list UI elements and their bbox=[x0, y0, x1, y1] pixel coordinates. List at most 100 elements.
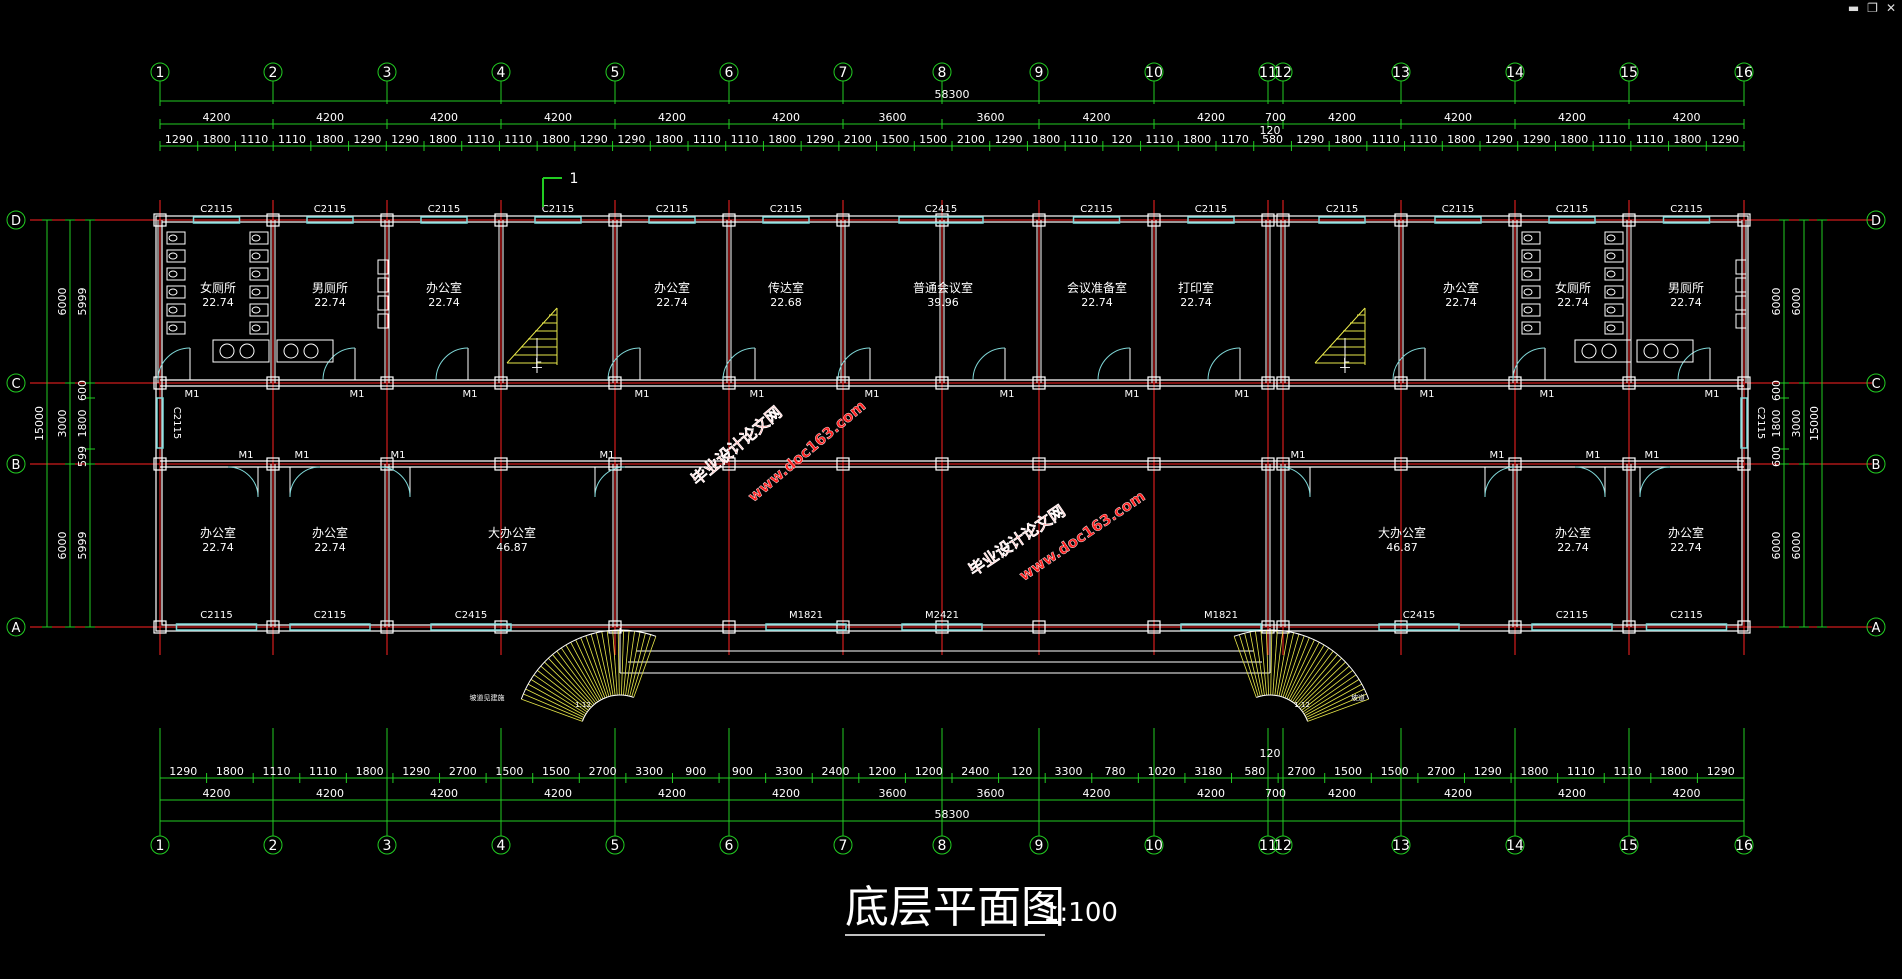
dim-span-top-label: 4200 bbox=[1558, 111, 1586, 124]
dim-span-bottom-label: 4200 bbox=[430, 787, 458, 800]
sink-basin bbox=[219, 343, 235, 359]
ramp-right bbox=[1254, 630, 1265, 696]
sink-basin bbox=[1663, 343, 1679, 359]
column bbox=[1147, 376, 1161, 390]
close-icon[interactable]: ✕ bbox=[1885, 1, 1896, 15]
dim-detail-bottom-label: 1290 bbox=[402, 765, 430, 778]
toilet-bowl bbox=[168, 306, 178, 314]
dim-span-top-label: 4200 bbox=[1673, 111, 1701, 124]
toilet-bowl bbox=[168, 252, 178, 260]
dim-detail-bottom-label: 1110 bbox=[309, 765, 337, 778]
grid-number: 6 bbox=[725, 65, 734, 81]
toilet-bowl bbox=[1523, 324, 1533, 332]
restore-icon[interactable]: ❐ bbox=[1867, 1, 1878, 15]
toilet-stall bbox=[249, 303, 269, 317]
door-swing bbox=[1574, 466, 1606, 498]
ramp-right bbox=[1288, 642, 1320, 700]
column bbox=[722, 620, 736, 634]
dim-detail-bottom-label: 580 bbox=[1244, 765, 1265, 778]
ramp-left bbox=[631, 634, 652, 697]
dim-detail-bottom-label: 1200 bbox=[915, 765, 943, 778]
dim-detail-top-label: 1170 bbox=[1221, 133, 1249, 146]
sink-counter bbox=[276, 339, 334, 363]
column bbox=[1737, 457, 1751, 471]
dim-detail-bottom-label: 2700 bbox=[589, 765, 617, 778]
ramp-right bbox=[1292, 647, 1330, 703]
toilet-bowl bbox=[251, 252, 261, 260]
grid-number: 3 bbox=[383, 838, 392, 854]
room-name: 会议准备室 bbox=[1067, 280, 1127, 295]
ramp-right bbox=[1307, 698, 1369, 722]
ramp-right-edge bbox=[1233, 629, 1370, 700]
room-area: 22.74 bbox=[1557, 541, 1589, 554]
grid-letter: C bbox=[1871, 377, 1880, 392]
ramp-left bbox=[580, 637, 606, 699]
column bbox=[836, 376, 850, 390]
dim-detail-top-label: 1800 bbox=[542, 133, 570, 146]
ramp-left bbox=[548, 657, 594, 707]
minimize-icon[interactable]: ▬ bbox=[1847, 1, 1860, 15]
door-tag: M1 bbox=[1235, 389, 1250, 400]
grid-number: 2 bbox=[269, 65, 278, 81]
column bbox=[1508, 620, 1522, 634]
grid-number: 16 bbox=[1735, 65, 1753, 81]
window bbox=[534, 216, 582, 224]
door-swing bbox=[157, 347, 191, 381]
grid-number: 12 bbox=[1274, 65, 1292, 81]
door-swing bbox=[379, 466, 411, 498]
window-tag: C2115 bbox=[171, 407, 182, 439]
column bbox=[266, 620, 280, 634]
column bbox=[380, 376, 394, 390]
dim-detail-bottom-label: 2700 bbox=[1427, 765, 1455, 778]
door-tag: M1 bbox=[1000, 389, 1015, 400]
room-area: 22.74 bbox=[1445, 296, 1477, 309]
ramp-left bbox=[533, 674, 588, 713]
ramp-right bbox=[1272, 630, 1278, 696]
column bbox=[836, 457, 850, 471]
column bbox=[494, 376, 508, 390]
toilet-bowl bbox=[1523, 306, 1533, 314]
dim-detail-top-label: 1800 bbox=[1032, 133, 1060, 146]
column bbox=[608, 213, 622, 227]
ramp-right bbox=[1270, 630, 1273, 696]
toilet-stall bbox=[249, 285, 269, 299]
dim-detail-top-label: 1110 bbox=[278, 133, 306, 146]
window bbox=[420, 216, 468, 224]
window bbox=[901, 623, 983, 631]
toilet-bowl bbox=[1606, 324, 1616, 332]
door-tag: M1 bbox=[463, 389, 478, 400]
window bbox=[1645, 623, 1728, 631]
ramp-right bbox=[1233, 636, 1257, 698]
dim-span-bottom-label: 3600 bbox=[879, 787, 907, 800]
window bbox=[192, 216, 241, 224]
door-tag: M1 bbox=[1125, 389, 1140, 400]
drawing-scale: 1:100 bbox=[1043, 898, 1118, 928]
ramp-right bbox=[1290, 644, 1325, 701]
room-name: 女厕所 bbox=[200, 280, 236, 295]
sink-basin bbox=[283, 343, 299, 359]
window-tag: C2115 bbox=[1080, 204, 1112, 215]
column bbox=[1394, 620, 1408, 634]
window-tag: C2115 bbox=[770, 204, 802, 215]
toilet-bowl bbox=[1523, 288, 1533, 296]
ramp-right bbox=[1276, 631, 1289, 696]
grid-number: 13 bbox=[1392, 838, 1410, 854]
column bbox=[836, 213, 850, 227]
dim-left-inner-label: 5999 bbox=[76, 288, 89, 316]
dim-right-total-label: 15000 bbox=[1808, 406, 1821, 441]
toilet-stall bbox=[166, 267, 186, 281]
column bbox=[935, 457, 949, 471]
window-tag: C2115 bbox=[314, 204, 346, 215]
column bbox=[935, 620, 949, 634]
column bbox=[1032, 376, 1046, 390]
toilet-bowl bbox=[251, 270, 261, 278]
dim-left-inner-label: 599 bbox=[76, 446, 89, 467]
window bbox=[1072, 216, 1121, 224]
ramp-left-edge bbox=[581, 694, 634, 722]
room-name: 办公室 bbox=[200, 525, 236, 540]
dim-span-top-label: 700 bbox=[1265, 111, 1286, 124]
urinal bbox=[1735, 277, 1747, 293]
dim-detail-bottom-label: 1020 bbox=[1148, 765, 1176, 778]
toilet-stall bbox=[166, 231, 186, 245]
